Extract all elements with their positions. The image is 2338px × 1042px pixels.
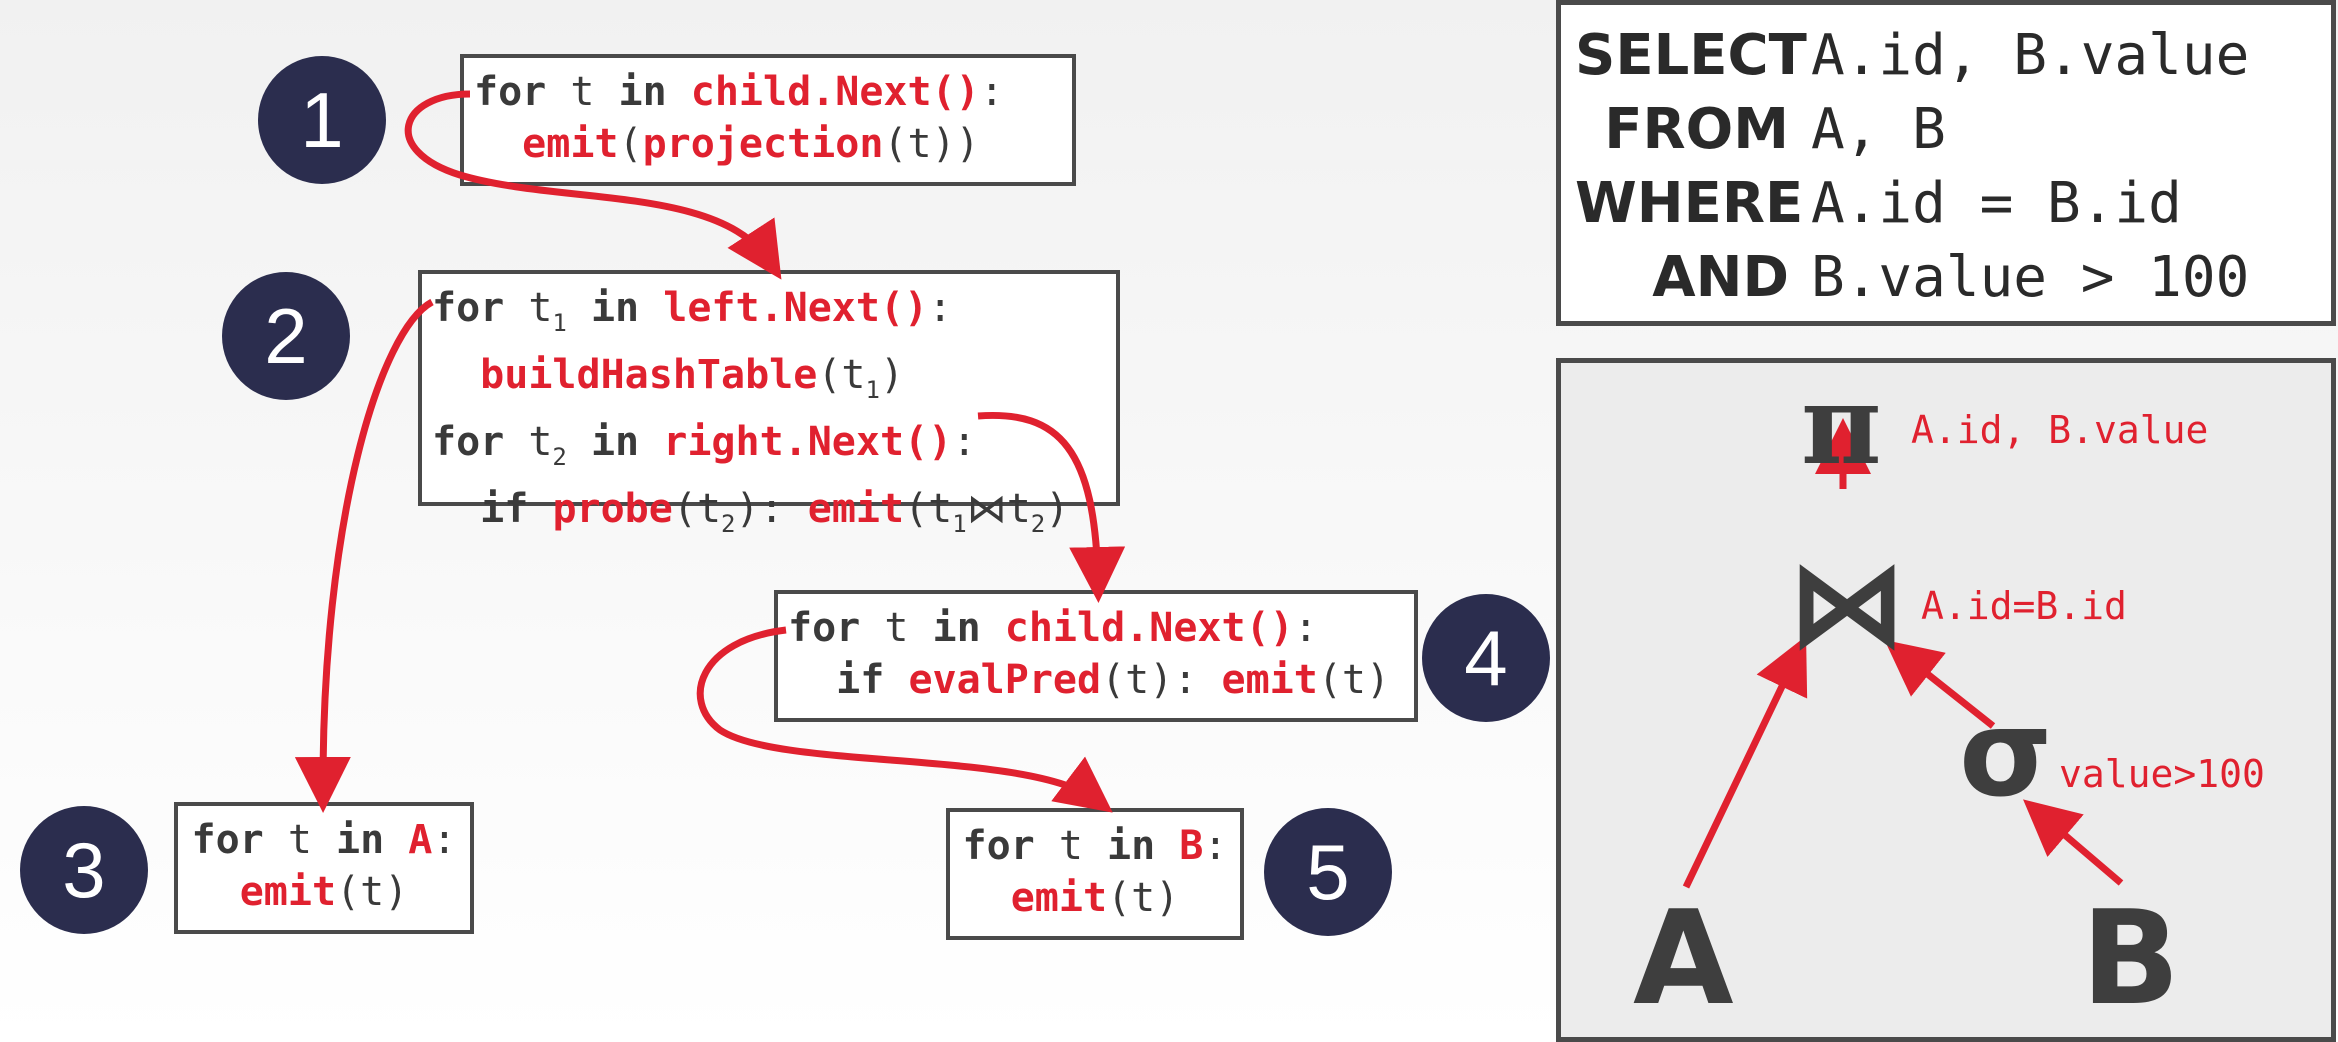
keyword-in: in	[1107, 823, 1156, 869]
subscript: 2	[721, 510, 736, 538]
keyword-for: for	[962, 823, 1035, 869]
keyword-if: if	[836, 657, 885, 703]
build-hash-table-call: buildHashTable	[480, 352, 818, 398]
keyword-for: for	[191, 817, 264, 863]
arg: (t)	[336, 869, 409, 915]
subscript: 1	[952, 510, 967, 538]
var: t	[263, 817, 337, 863]
arrow-2-to-3	[294, 298, 434, 813]
arg: (t	[904, 486, 953, 532]
sql-keyword-from: FROM	[1604, 97, 1789, 162]
projection-symbol: π	[1801, 363, 1882, 489]
call-child-next: child.Next()	[1004, 605, 1294, 651]
colon: :	[432, 817, 457, 863]
var: t	[504, 419, 553, 465]
sql-keyword-and: AND	[1652, 245, 1789, 310]
selection-label: value>100	[2059, 752, 2265, 796]
join-symbol: ⋈	[966, 486, 1007, 532]
sql-and-row: AND B.value > 100	[1575, 241, 2331, 315]
operator-4-code: for t in child.Next(): if evalPred(t): e…	[774, 590, 1418, 722]
keyword-in: in	[618, 69, 667, 115]
step-badge-1: 1	[258, 56, 386, 184]
colon: :	[952, 419, 977, 465]
relation-b: B	[1179, 823, 1204, 869]
sql-from-row: FROM A, B	[1575, 93, 2331, 167]
subscript: 1	[552, 309, 567, 337]
operator-1-code: for t in child.Next(): emit(projection(t…	[460, 54, 1076, 186]
arg: (t)	[1317, 657, 1391, 703]
edge-a-to-join	[1682, 636, 1808, 889]
operator-3-code: for t in A: emit(t)	[174, 802, 474, 934]
arg: (t	[672, 486, 722, 532]
arg: t	[1006, 486, 1031, 532]
keyword-in: in	[932, 605, 981, 651]
eval-pred-call: evalPred	[908, 657, 1102, 703]
join-symbol: ⋈	[1787, 535, 1907, 674]
edge-sel-to-join	[1884, 639, 1996, 729]
call-child-next: child.Next()	[690, 69, 980, 115]
relation-a: A	[408, 817, 433, 863]
step-badge-5: 5	[1264, 808, 1392, 936]
operator-5-code: for t in B: emit(t)	[946, 808, 1244, 940]
query-plan-tree: π A.id, B.value ⋈ A.id=B.id σ value>100 …	[1633, 363, 2265, 1034]
edge-b-to-sel	[2023, 799, 2124, 886]
emit-call: emit	[1010, 875, 1108, 921]
operator-2-code: for t1 in left.Next(): buildHashTable(t1…	[418, 270, 1120, 538]
projection-call: projection	[642, 121, 884, 167]
var: t	[1034, 823, 1108, 869]
keyword-if: if	[480, 486, 529, 532]
arg: (t)	[1107, 875, 1180, 921]
keyword-in: in	[336, 817, 385, 863]
sql-and-clause: B.value > 100	[1811, 245, 2250, 310]
arg: (t):	[1101, 657, 1222, 703]
arg: (t	[817, 352, 866, 398]
paren: (	[618, 121, 643, 167]
keyword-for: for	[474, 69, 547, 115]
sql-from-list: A, B	[1811, 97, 1946, 162]
join-label: A.id=B.id	[1921, 584, 2127, 628]
arg: ):	[735, 486, 808, 532]
step-badge-2: 2	[222, 272, 350, 400]
keyword-in: in	[590, 285, 640, 331]
sql-keyword-where: WHERE	[1575, 171, 1804, 236]
var: t	[546, 69, 619, 115]
paren: )	[879, 352, 905, 398]
colon: :	[1293, 605, 1318, 651]
colon: :	[1203, 823, 1228, 869]
colon: :	[928, 285, 953, 331]
keyword-for: for	[432, 285, 505, 331]
var: t	[860, 605, 933, 651]
keyword-in: in	[590, 419, 640, 465]
relation-b-node: B	[2081, 882, 2180, 1034]
indent	[474, 121, 522, 167]
step-badge-4: 4	[1422, 594, 1550, 722]
subscript: 1	[865, 376, 880, 404]
var: t	[504, 285, 553, 331]
emit-call: emit	[522, 121, 619, 167]
step-badge-3: 3	[20, 806, 148, 934]
emit-call: emit	[1221, 657, 1318, 703]
sql-keyword-select: SELECT	[1575, 23, 1807, 88]
subscript: 2	[552, 443, 567, 471]
colon: :	[979, 69, 1004, 115]
keyword-for: for	[788, 605, 861, 651]
arg: (t))	[883, 121, 980, 167]
call-left-next: left.Next()	[663, 285, 929, 331]
relation-a-node: A	[1633, 882, 1734, 1034]
call-right-next: right.Next()	[663, 419, 953, 465]
emit-call: emit	[807, 486, 905, 532]
sql-where-clause: A.id = B.id	[1811, 171, 2182, 236]
probe-call: probe	[552, 486, 673, 532]
paren: )	[1045, 486, 1070, 532]
query-plan-box: π A.id, B.value ⋈ A.id=B.id σ value>100 …	[1556, 358, 2336, 1042]
keyword-for: for	[432, 419, 505, 465]
selection-symbol: σ	[1959, 685, 2052, 824]
sql-select-list: A.id, B.value	[1811, 23, 2250, 88]
emit-call: emit	[239, 869, 337, 915]
projection-label: A.id, B.value	[1911, 408, 2208, 452]
subscript: 2	[1030, 510, 1046, 538]
